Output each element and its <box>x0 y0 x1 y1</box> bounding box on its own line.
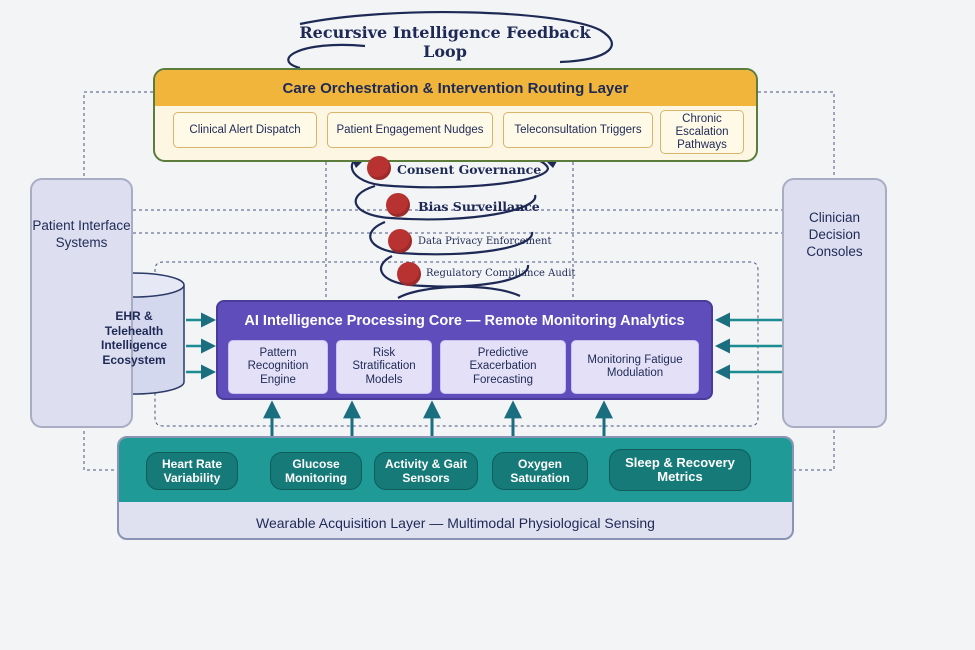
governance-spiral <box>287 10 613 299</box>
module-risk-stratification: Risk Stratification Models <box>336 340 432 394</box>
bias-surveillance-label: Bias Surveillance <box>418 199 540 214</box>
care-orchestration-layer: Care Orchestration & Intervention Routin… <box>153 68 758 162</box>
care-layer-title: Care Orchestration & Intervention Routin… <box>155 70 756 106</box>
patient-interface-panel: Patient Interface Systems <box>30 178 133 428</box>
governance-dot <box>397 262 421 286</box>
sensor-heart-rate: Heart Rate Variability <box>146 452 238 490</box>
ai-processing-core: AI Intelligence Processing Core — Remote… <box>216 300 713 400</box>
ai-core-title: AI Intelligence Processing Core — Remote… <box>244 313 685 329</box>
consent-governance-label: Consent Governance <box>397 162 542 177</box>
sensor-sleep-recovery: Sleep & Recovery Metrics <box>609 449 751 491</box>
ehr-ecosystem-label: EHR & Telehealth Intelligence Ecosystem <box>100 309 168 367</box>
governance-dot <box>388 229 412 253</box>
care-item-escalation: Chronic Escalation Pathways <box>660 110 744 154</box>
care-item-teleconsultation: Teleconsultation Triggers <box>503 112 653 148</box>
sensor-glucose: Glucose Monitoring <box>270 452 362 490</box>
ehr-to-core-arrows <box>186 312 216 380</box>
patient-interface-label: Patient Interface Systems <box>32 218 131 250</box>
sensor-oxygen: Oxygen Saturation <box>492 452 588 490</box>
clinician-console-panel: Clinician Decision Consoles <box>782 178 887 428</box>
sensor-activity-gait: Activity & Gait Sensors <box>374 452 478 490</box>
governance-dot <box>386 193 410 217</box>
module-fatigue-modulation: Monitoring Fatigue Modulation <box>571 340 699 394</box>
loop-title: Recursive Intelligence Feedback Loop <box>299 23 591 61</box>
governance-dot <box>367 156 391 180</box>
module-pattern-recognition: Pattern Recognition Engine <box>228 340 328 394</box>
module-predictive-forecasting: Predictive Exacerbation Forecasting <box>440 340 566 394</box>
care-item-engagement-nudges: Patient Engagement Nudges <box>327 112 493 148</box>
data-privacy-label: Data Privacy Enforcement <box>418 236 552 247</box>
care-item-clinical-alert: Clinical Alert Dispatch <box>173 112 317 148</box>
regulatory-audit-label: Regulatory Compliance Audit <box>426 268 576 279</box>
clinician-console-label: Clinician Decision Consoles <box>806 209 863 259</box>
wearable-layer-title: Wearable Acquisition Layer — Multimodal … <box>256 515 655 531</box>
